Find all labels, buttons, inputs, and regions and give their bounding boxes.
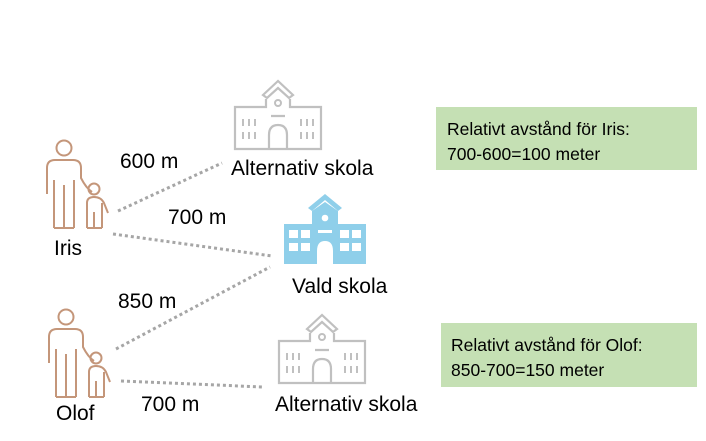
route-olof-chosen-school — [115, 265, 271, 351]
route-iris-chosen-school — [112, 232, 273, 258]
note-line: Relativt avstånd för Olof: — [451, 335, 643, 355]
route-iris-alt-school — [117, 161, 223, 213]
distance-label: 600 m — [120, 150, 178, 173]
distance-label: 850 m — [118, 290, 176, 313]
note-line: Relativt avstånd för Iris: — [447, 119, 630, 139]
parent-child-icon — [46, 139, 109, 229]
school-label-alt-2: Alternativ skola — [275, 393, 418, 416]
distance-label: 700 m — [141, 393, 199, 416]
school-label-chosen: Vald skola — [292, 275, 388, 298]
person-name-iris: Iris — [54, 237, 82, 260]
route-olof-alt-school — [120, 379, 264, 389]
person-name-olof: Olof — [56, 402, 95, 425]
school-icon — [233, 79, 323, 151]
note-line: 700-600=100 meter — [447, 144, 600, 164]
note-line: 850-700=150 meter — [451, 360, 604, 380]
school-icon — [277, 313, 367, 385]
school-label-alt-1: Alternativ skola — [231, 157, 374, 180]
school-icon — [284, 194, 366, 264]
distance-label: 700 m — [168, 206, 226, 229]
note-iris: Relativt avstånd för Iris: 700-600=100 m… — [436, 107, 697, 170]
parent-child-icon — [48, 308, 111, 398]
note-olof: Relativt avstånd för Olof: 850-700=150 m… — [441, 323, 697, 387]
